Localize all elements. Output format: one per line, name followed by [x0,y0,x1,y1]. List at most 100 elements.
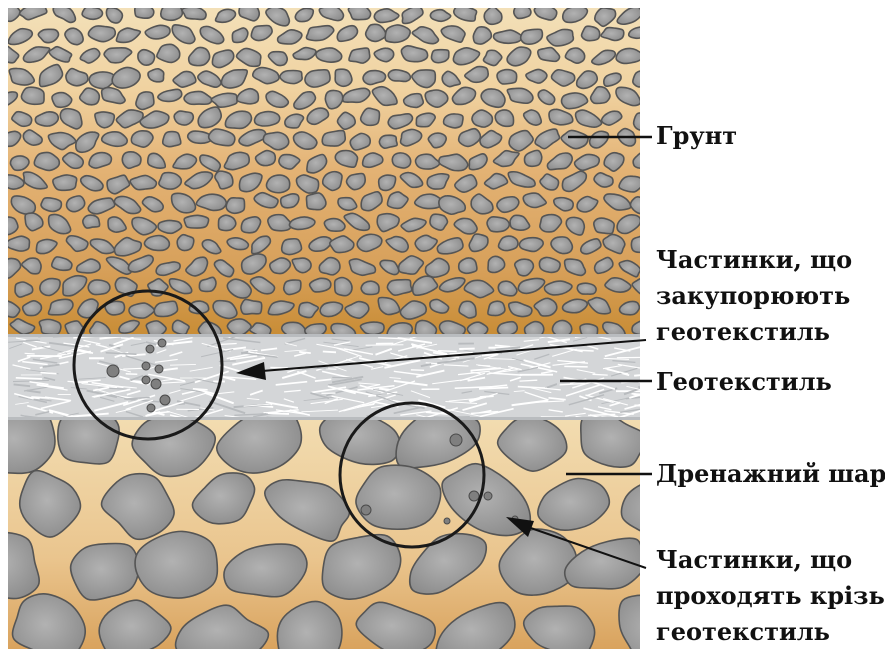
soil-pebble [346,173,365,189]
soil-pebble [306,193,326,210]
geotextile-fiber [564,366,587,367]
soil-pebble [177,235,194,251]
label-clogging-particles: Частинки, що закупорюють геотекстиль [656,242,852,350]
geotextile-fiber [193,389,208,390]
soil-pebble [284,280,301,295]
label-soil: Грунт [656,118,737,154]
soil-pebble [267,175,290,193]
soil-pebble [539,257,560,272]
soil-pebble [361,281,379,294]
geotextile-fiber [25,353,35,354]
soil-pebble [226,198,244,214]
geotextile-fiber [575,350,594,351]
geotextile-fiber [221,344,237,345]
label-geotextile: Геотекстиль [656,364,832,400]
geotextile-fiber [270,367,288,368]
soil-pebble [53,175,77,190]
soil-pebble [135,5,154,19]
soil-pebble [21,87,44,104]
geotextile-fiber [323,352,336,353]
soil-pebble [52,93,72,108]
geotextile-fiber [642,358,658,362]
soil-pebble [514,5,531,18]
soil-pebble [488,256,505,272]
soil-pebble [82,7,102,19]
soil-pebble [83,215,100,228]
geotextile-fiber [520,380,538,381]
soil-pebble [39,319,61,334]
soil-pebble [594,218,614,234]
geotextile-fiber [41,373,57,374]
soil-pebble [144,235,169,250]
label-passing-particles: Частинки, що проходять крізь геотекстиль [656,542,885,650]
soil-pebble [430,214,447,230]
geotextile-fiber [634,375,649,376]
soil-pebble [619,176,644,192]
soil-pebble [241,299,262,314]
soil-pebble [487,217,509,232]
soil-pebble [634,113,653,130]
soil-pebble [348,5,370,20]
soil-pebble [633,71,654,87]
soil-pebble [316,48,342,62]
geotextile-fiber [16,378,42,379]
soil-pebble [88,280,110,295]
geotextile-fiber [326,369,337,370]
geotextile-fiber [411,370,424,371]
geotextile-fiber [438,351,457,352]
soil-pebble [122,152,141,169]
soil-pebble [0,217,18,235]
geotextile-fiber [645,402,656,405]
soil-pebble [154,301,177,316]
soil-pebble [323,172,342,191]
soil-pebble [218,215,235,230]
soil-pebble [335,69,352,86]
geotextile-fiber [243,350,257,351]
soil-pebble [495,110,513,126]
geotextile-fiber [379,389,389,390]
soil-pebble [184,215,209,228]
soil-pebble [255,112,280,126]
soil-pebble [161,5,183,20]
soil-pebble [10,156,29,170]
soil-pebble [488,301,505,315]
soil-pebble [497,70,517,84]
label-drainage-layer: Дренажний шар [656,456,885,492]
soil-pebble [182,7,206,20]
geotextile-fiber [482,354,498,355]
soil-pebble [379,135,397,148]
soil-pebble [360,322,384,334]
geotextile-fiber [478,365,490,366]
soil-pebble [498,236,517,250]
soil-pebble [280,71,302,84]
soil-pebble [310,278,331,292]
soil-pebble [322,131,345,147]
soil-pebble [163,132,181,147]
soil-pebble [349,48,370,63]
soil-pebble [616,48,642,63]
drainage-stone [524,606,595,657]
geotextile-fiber [366,345,404,346]
soil-pebble [157,44,180,62]
soil-pebble [41,198,61,212]
soil-pebble [385,25,410,42]
soil-pebble [582,26,600,40]
soil-pebble [136,92,154,110]
soil-pebble [387,280,411,296]
soil-pebble [577,283,596,294]
soil-pebble [444,114,463,128]
geotextile-fiber [639,382,656,387]
soil-pebble [282,239,302,255]
soil-pebble [498,322,518,336]
soil-pebble [392,153,410,168]
soil-pebble [174,111,193,125]
soil-pebble [335,278,352,296]
soil-pebble [138,50,155,65]
geotextile-fiber [593,374,608,375]
soil-pebble [519,238,543,252]
soil-pebble [459,258,477,273]
soil-pebble [379,175,396,190]
soil-pebble [159,173,181,189]
soil-pebble [148,69,164,82]
soil-pebble [431,50,448,63]
